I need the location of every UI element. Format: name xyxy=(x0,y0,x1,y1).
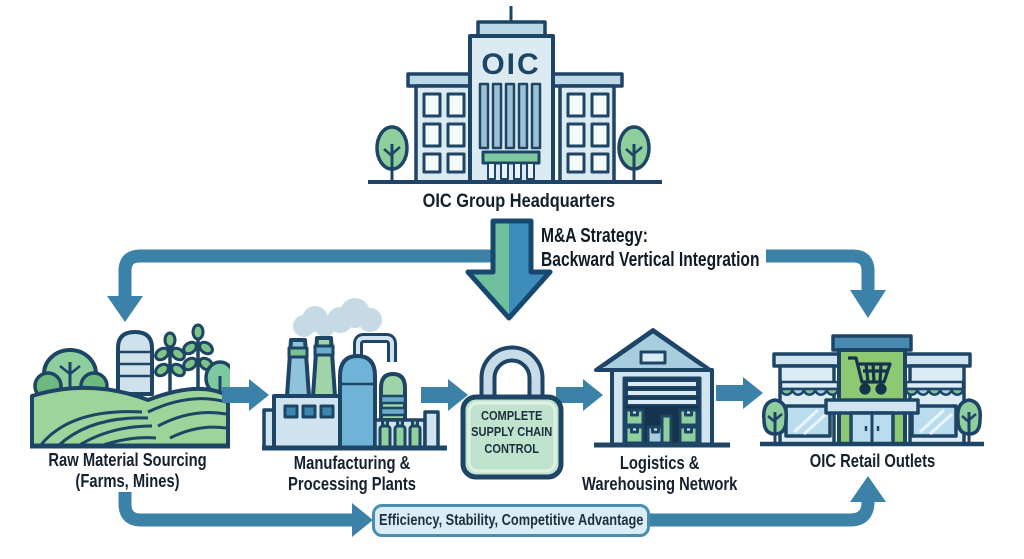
farm-icon xyxy=(30,323,230,449)
flow-arrow-icon xyxy=(421,379,468,411)
shopping-cart-icon xyxy=(848,356,892,395)
connector-bottom-right xyxy=(650,495,875,527)
ma-strategy-arrow-icon xyxy=(465,218,553,321)
retail-label: OIC Retail Outlets xyxy=(810,451,936,471)
connector-top-left xyxy=(118,249,508,298)
logistics-label: Logistics & Warehousing Network xyxy=(582,453,738,495)
tank xyxy=(338,354,377,450)
tree-icon xyxy=(761,398,789,444)
flow-arrow-icon xyxy=(222,379,269,411)
arrowhead-right-into-box xyxy=(352,503,373,537)
supply-chain-control-label: COMPLETE SUPPLY CHAIN CONTROL xyxy=(471,408,553,456)
flow-arrow-icon xyxy=(556,379,603,411)
wheat-icon xyxy=(182,323,214,391)
arrowhead-up-to-retail xyxy=(850,476,886,502)
silo xyxy=(116,330,154,396)
manufacturing-label: Manufacturing & Processing Plants xyxy=(288,453,416,495)
warehouse-icon xyxy=(594,328,730,448)
awning xyxy=(904,380,965,396)
store-icon xyxy=(760,334,984,447)
outcome-box: Efficiency, Stability, Competitive Advan… xyxy=(372,504,650,537)
strategy-label: M&A Strategy: Backward Vertical Integrat… xyxy=(541,225,760,272)
headquarters-building-icon: OIC xyxy=(368,6,662,184)
lock-body xyxy=(460,394,564,480)
tree-icon xyxy=(955,398,983,444)
arrowhead-down-left xyxy=(107,296,143,322)
raw-material-label: Raw Material Sourcing (Farms, Mines) xyxy=(48,450,208,492)
smoke-clouds xyxy=(293,298,382,337)
roof xyxy=(594,328,712,372)
building-sign: OIC xyxy=(481,48,540,81)
padlock-icon xyxy=(460,345,564,480)
tree-icon xyxy=(617,125,651,182)
tree-icon xyxy=(375,125,409,182)
factory-icon xyxy=(262,298,447,451)
arrowhead-down-right xyxy=(850,290,886,318)
awning xyxy=(779,380,840,396)
boxes xyxy=(624,408,699,445)
connector-top-right xyxy=(766,249,875,292)
connector-bottom-left xyxy=(118,492,352,527)
outcome-label: Efficiency, Stability, Competitive Advan… xyxy=(378,511,644,529)
wheat-icon xyxy=(154,331,186,396)
flow-arrow-icon xyxy=(716,377,763,409)
headquarters-label: OIC Group Headquarters xyxy=(422,191,616,212)
